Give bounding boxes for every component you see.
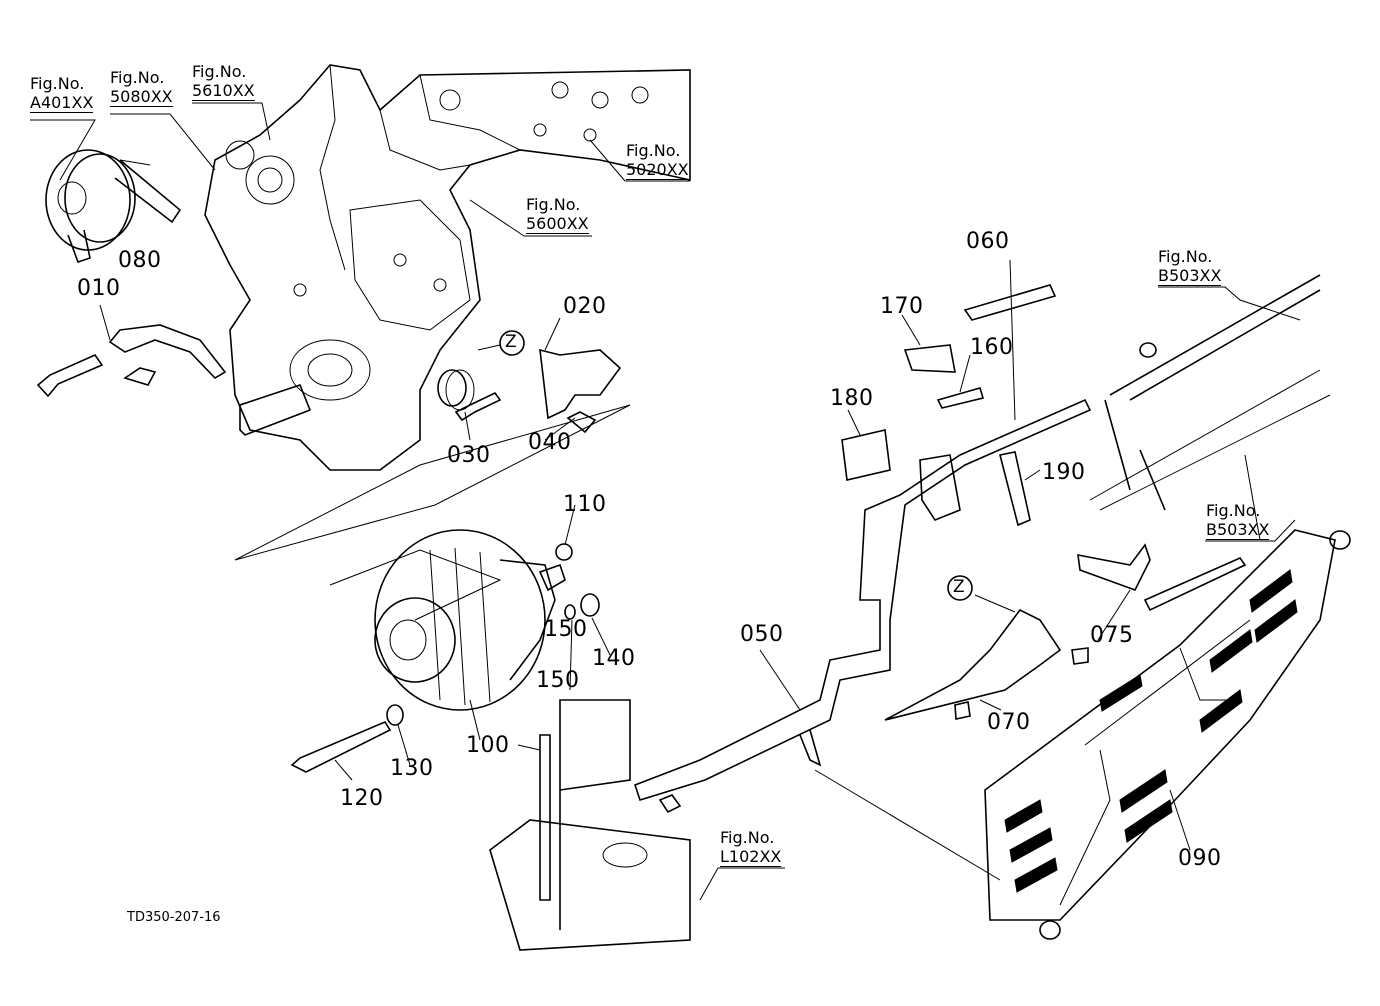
fig-ref-code: B503XX (1158, 266, 1222, 286)
part-callout-060[interactable]: 060 (966, 229, 1010, 254)
guide-070-illustration (884, 608, 1062, 721)
part-callout-010[interactable]: 010 (77, 276, 121, 301)
view-z-marker-ring-1 (499, 330, 525, 356)
bracket-010-illustration (108, 324, 227, 380)
bracket-020-illustration (539, 348, 622, 420)
stay-050-illustration (633, 398, 1092, 801)
part-callout-090[interactable]: 090 (1178, 846, 1222, 871)
fig-ref-code: 5020XX (626, 160, 689, 180)
strip-160-illustration (936, 387, 985, 409)
frame-bracket-illustration (489, 699, 691, 951)
part-callout-170[interactable]: 170 (880, 294, 924, 319)
pad-170-illustration (903, 344, 956, 373)
view-z-marker-ring-2 (947, 575, 973, 601)
engine-block-illustration (204, 64, 691, 471)
part-callout-150[interactable]: 150 (544, 617, 588, 642)
alternator-illustration (374, 529, 566, 711)
part-callout-080[interactable]: 080 (118, 248, 162, 273)
bushing-illustration (437, 369, 467, 407)
part-callout-180[interactable]: 180 (830, 386, 874, 411)
fig-ref-5080xx[interactable]: Fig.No. 5080XX (110, 68, 173, 107)
part-callout-130[interactable]: 130 (390, 756, 434, 781)
part-callout-075[interactable]: 075 (1090, 623, 1134, 648)
pad-060-illustration (963, 284, 1057, 321)
part-callout-030[interactable]: 030 (447, 443, 491, 468)
clip-075-illustration (1077, 543, 1151, 591)
fig-ref-b503xx-lower[interactable]: Fig.No. B503XX (1206, 501, 1270, 540)
grille-panel-illustration (984, 529, 1336, 921)
view-z-marker-2: Z (953, 577, 965, 597)
hose-190-illustration (999, 451, 1031, 527)
part-callout-070[interactable]: 070 (987, 710, 1031, 735)
part-callout-150-lower[interactable]: 150 (536, 668, 580, 693)
part-callout-190[interactable]: 190 (1042, 460, 1086, 485)
long-bolt-illustration (290, 720, 392, 773)
fig-ref-prefix: Fig.No. (720, 828, 775, 847)
fig-ref-a401xx[interactable]: Fig.No. A401XX (30, 74, 94, 113)
fig-ref-prefix: Fig.No. (1206, 501, 1261, 520)
fig-ref-prefix: Fig.No. (30, 74, 85, 93)
fig-ref-code: 5080XX (110, 87, 173, 107)
fig-ref-5610xx[interactable]: Fig.No. 5610XX (192, 62, 255, 101)
part-callout-020[interactable]: 020 (563, 294, 607, 319)
fig-ref-b503xx-top[interactable]: Fig.No. B503XX (1158, 247, 1222, 286)
part-callout-120[interactable]: 120 (340, 786, 384, 811)
fan-pulley-illustration (45, 149, 182, 264)
fig-ref-l102xx[interactable]: Fig.No. L102XX (720, 828, 782, 867)
plate-180-illustration (841, 429, 891, 481)
fig-ref-5600xx[interactable]: Fig.No. 5600XX (526, 195, 589, 234)
document-code: TD350-207-16 (127, 910, 221, 925)
fig-ref-5020xx[interactable]: Fig.No. 5020XX (626, 141, 689, 180)
leader-lines (30, 102, 1301, 901)
view-z-marker-1: Z (505, 332, 517, 352)
fig-ref-code: A401XX (30, 93, 94, 113)
fig-ref-prefix: Fig.No. (192, 62, 247, 81)
part-callout-160[interactable]: 160 (970, 335, 1014, 360)
fig-ref-code: L102XX (720, 847, 782, 867)
fig-ref-prefix: Fig.No. (626, 141, 681, 160)
part-callout-110[interactable]: 110 (563, 492, 607, 517)
part-callout-100[interactable]: 100 (466, 733, 510, 758)
part-callout-040[interactable]: 040 (528, 430, 572, 455)
part-callout-140[interactable]: 140 (592, 646, 636, 671)
part-callout-050[interactable]: 050 (740, 622, 784, 647)
fig-ref-code: 5610XX (192, 81, 255, 101)
fig-ref-code: B503XX (1206, 520, 1270, 540)
fig-ref-prefix: Fig.No. (526, 195, 581, 214)
fig-ref-code: 5600XX (526, 214, 589, 234)
fig-ref-prefix: Fig.No. (110, 68, 165, 87)
fig-ref-prefix: Fig.No. (1158, 247, 1213, 266)
bolt-010-illustration (36, 354, 104, 398)
